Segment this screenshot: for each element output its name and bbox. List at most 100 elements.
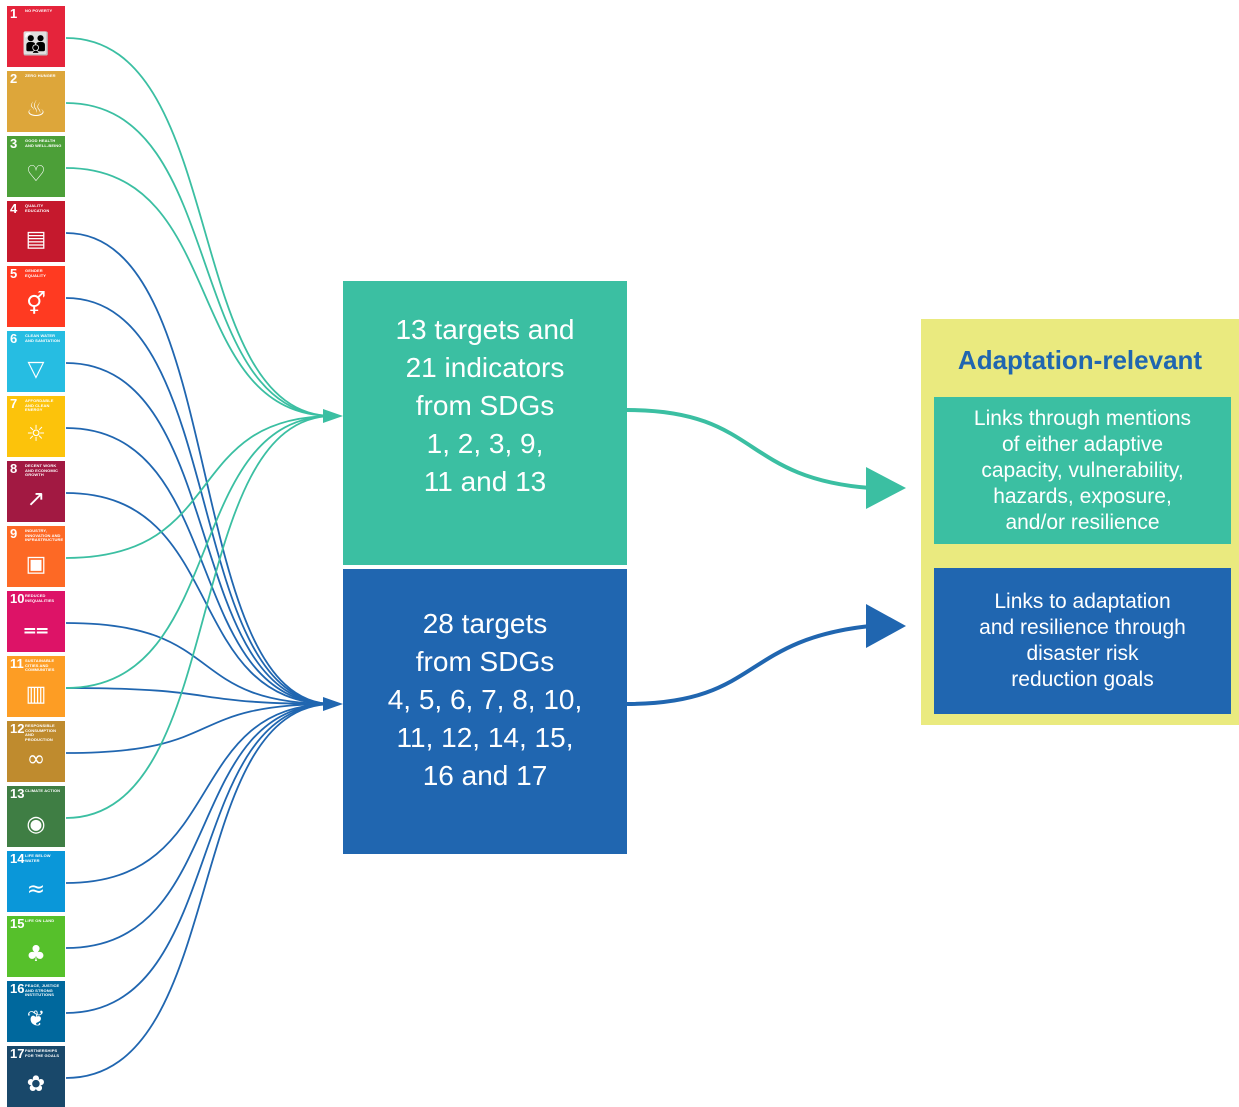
blue-connector-line: [65, 492, 334, 705]
sdg-title: Sustainable cities and communities: [25, 658, 55, 672]
teal-link-line: capacity, vulnerability,: [981, 458, 1184, 482]
teal-arrowhead-icon: [323, 409, 343, 423]
blue-connector-line: [65, 362, 334, 705]
sdg-title: Partnerships for the goals: [25, 1048, 60, 1058]
sdg-number: 13: [10, 786, 25, 801]
teal-link-line: hazards, exposure,: [993, 484, 1172, 508]
sdg-number: 1: [10, 6, 18, 21]
blue-box-line: from SDGs: [415, 645, 555, 677]
sdg-title: Quality education: [25, 203, 50, 213]
sdg-title: Life below water: [25, 853, 51, 863]
teal-box-line: 1, 2, 3, 9,: [426, 428, 544, 459]
sdg-8-tile: 8 Decent work and economic growth ↗: [7, 461, 65, 522]
teal-box-line: 11 and 13: [423, 466, 547, 497]
teal-link-line: Links through mentions: [973, 406, 1192, 430]
blue-connector-line: [65, 703, 334, 754]
teal-link-line: and/or resilience: [1005, 510, 1160, 534]
blue-box-line: 11, 12, 14, 15,: [396, 721, 574, 753]
blue-outcome-arrowhead-icon: [866, 604, 906, 648]
teal-box-line: 13 targets and: [395, 314, 575, 345]
sdg-number: 3: [10, 136, 18, 151]
blue-link-line: Links to adaptation: [994, 590, 1171, 613]
sdg-title: Peace, justice and strong institutions: [25, 983, 60, 997]
dove-icon: ❦: [26, 1007, 46, 1032]
eye-globe-icon: ◉: [26, 812, 46, 837]
sdg-title: Responsible consumption and production: [25, 723, 57, 742]
sdg-1-tile: 1No poverty👪: [7, 6, 65, 67]
blue-outcome-arrow-line: [626, 624, 871, 706]
sdg-title: Clean water and sanitation: [25, 333, 61, 343]
sdg-number: 14: [10, 851, 25, 866]
adaptive-capacity-links-box: Links through mentions of either adaptiv…: [934, 397, 1231, 544]
sdg-title: Good health and well-being: [25, 138, 62, 148]
blue-link-line: reduction goals: [1011, 668, 1154, 691]
blue-connector-line: [65, 703, 334, 1014]
sdg-title: Industry, innovation and infrastructure: [25, 528, 64, 542]
sdg-2-tile: 2Zero hunger♨: [7, 71, 65, 132]
sdg-number: 16: [10, 981, 25, 996]
teal-connector-line: [65, 37, 334, 417]
sdg-title: Life on land: [25, 918, 55, 923]
teal-outcome-arrowhead-icon: [866, 467, 906, 509]
blue-connector-line: [65, 297, 334, 705]
sdg-5-tile: 5Gender equality⚥: [7, 266, 65, 327]
sdg-number: 2: [10, 71, 18, 86]
sdg-16-tile: 16Peace, justice and strong institutions…: [7, 981, 65, 1042]
sdg-number: 15: [10, 916, 25, 931]
blue-connector-line: [65, 687, 334, 705]
adaptation-relevant-panel: Adaptation-relevant Links through mentio…: [921, 319, 1239, 725]
blue-targets-box: 28 targets from SDGs 4, 5, 6, 7, 8, 10, …: [343, 569, 627, 854]
sdg-title: Affordable and clean energy: [25, 398, 54, 412]
teal-connector-line: [65, 415, 334, 819]
teal-connector-line: [65, 415, 334, 689]
bowl-icon: ♨: [26, 97, 46, 122]
blue-box-line: 16 and 17: [422, 759, 548, 791]
blue-connector-line: [65, 703, 334, 1079]
sdg-10-tile: 10Reduced inequalities⩵: [7, 591, 65, 652]
sdg-6-tile: 6 Clean water and sanitation ▽: [7, 331, 65, 392]
people-icon: 👪: [22, 32, 50, 57]
blue-link-line: and resilience through: [979, 616, 1186, 639]
sdg-7-tile: 7 Affordable and clean energy ☼: [7, 396, 65, 457]
sdg-icon-column: 1No poverty👪2Zero hunger♨ 3 Good health an…: [7, 6, 65, 1107]
blue-connector-line: [65, 703, 334, 884]
sdg-number: 9: [10, 526, 18, 541]
sun-icon: ☼: [26, 422, 46, 447]
blue-connector-line: [65, 427, 334, 705]
sdg-14-tile: 14Life below water ≈: [7, 851, 65, 912]
teal-box-line: 21 indicators: [405, 352, 565, 383]
sdg-title: Gender equality: [25, 268, 47, 278]
blue-connector-line: [65, 232, 334, 705]
teal-targets-box: 13 targets and 21 indicators from SDGs 1…: [343, 281, 627, 565]
sdg-number: 17: [10, 1046, 25, 1061]
sdg-3-tile: 3 Good health and well-being ♡: [7, 136, 65, 197]
tree-icon: ♣: [26, 942, 46, 967]
sdg-15-tile: 15Life on land ♣: [7, 916, 65, 977]
heartbeat-icon: ♡: [26, 162, 46, 187]
teal-outcome-arrow-line: [626, 408, 871, 490]
sdg-17-tile: 17Partnerships for the goals ✿: [7, 1046, 65, 1107]
sdg-title: Decent work and economic growth: [25, 463, 58, 477]
growth-chart-icon: ↗: [26, 487, 46, 512]
fish-icon: ≈: [26, 877, 46, 902]
sdg-12-tile: 12Responsible consumption and production…: [7, 721, 65, 782]
blue-arrowhead-icon: [323, 697, 343, 711]
teal-link-line: of either adaptive: [1001, 432, 1164, 456]
city-icon: ▥: [25, 682, 47, 707]
sdg-number: 12: [10, 721, 25, 736]
sdg-number: 7: [10, 396, 18, 411]
blue-link-line: disaster risk: [1026, 642, 1139, 665]
blue-connector-line: [65, 622, 334, 705]
sdg-9-tile: 9 Industry, innovation and infrastructure…: [7, 526, 65, 587]
sdg-number: 6: [10, 331, 18, 346]
rings-icon: ✿: [26, 1072, 46, 1097]
sdg-title: Reduced inequalities: [25, 593, 55, 603]
teal-box-line: from SDGs: [415, 390, 555, 421]
blue-box-line: 28 targets: [422, 607, 548, 639]
sdg-number: 8: [10, 461, 18, 476]
cubes-icon: ▣: [25, 552, 47, 577]
water-icon: ▽: [27, 357, 45, 382]
blue-connector-line: [65, 703, 334, 949]
disaster-risk-links-box: Links to adaptation and resilience throu…: [934, 568, 1231, 714]
